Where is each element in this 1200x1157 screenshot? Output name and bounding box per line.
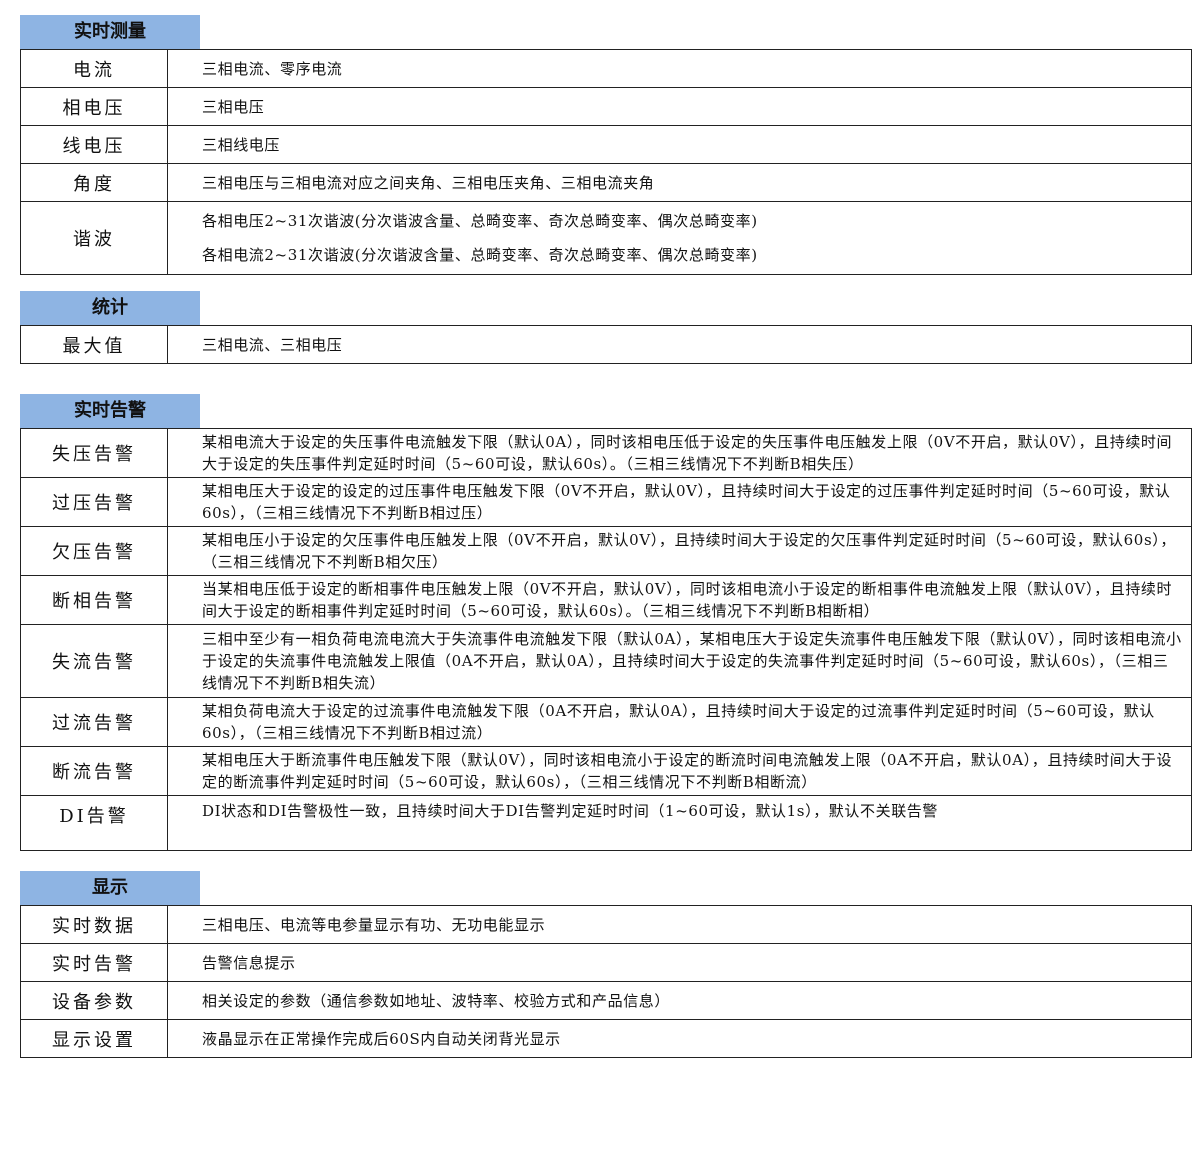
section-title: 实时告警 [20, 394, 200, 428]
row-value: 相关设定的参数（通信参数如地址、波特率、校验方式和产品信息） [167, 981, 1192, 1020]
row-label: 显示设置 [20, 1019, 168, 1058]
row-value: 某相电压大于设定的设定的过压事件电压触发下限（0V不开启，默认0V），且持续时间… [167, 477, 1192, 527]
row-label: 实时数据 [20, 905, 168, 944]
row-value: 某相电压大于断流事件电压触发下限（默认0V），同时该相电流小于设定的断流时间电流… [167, 746, 1192, 796]
table-row: 谐波 各相电压2~31次谐波(分次谐波含量、总畸变率、奇次总畸变率、偶次总畸变率… [20, 201, 1192, 275]
section-title: 统计 [20, 291, 200, 325]
display-table: 实时数据 三相电压、电流等电参量显示有功、无功电能显示 实时告警 告警信息提示 … [20, 905, 1192, 1058]
row-label: 失流告警 [20, 624, 168, 698]
row-value: 某相负荷电流大于设定的过流事件电流触发下限（0A不开启，默认0A），且持续时间大… [167, 697, 1192, 747]
table-row: DI告警 DI状态和DI告警极性一致，且持续时间大于DI告警判定延时时间（1~6… [20, 795, 1192, 851]
statistics-table: 最大值 三相电流、三相电压 [20, 325, 1192, 364]
alarm-table: 失压告警 某相电流大于设定的失压事件电流触发下限（默认0A），同时该相电压低于设… [20, 428, 1192, 851]
section-realtime-alarm: 实时告警 失压告警 某相电流大于设定的失压事件电流触发下限（默认0A），同时该相… [20, 394, 1192, 851]
table-row: 角度 三相电压与三相电流对应之间夹角、三相电压夹角、三相电流夹角 [20, 163, 1192, 202]
row-label: 电流 [20, 49, 168, 88]
row-label: 角度 [20, 163, 168, 202]
row-label: 断流告警 [20, 746, 168, 796]
table-row: 断流告警 某相电压大于断流事件电压触发下限（默认0V），同时该相电流小于设定的断… [20, 746, 1192, 796]
table-row: 线电压 三相线电压 [20, 125, 1192, 164]
row-value: 三相电流、三相电压 [167, 325, 1192, 364]
row-value: 当某相电压低于设定的断相事件电压触发上限（0V不开启，默认0V），同时该相电流小… [167, 575, 1192, 625]
row-label: 欠压告警 [20, 526, 168, 576]
harmonic-voltage-line: 各相电压2~31次谐波(分次谐波含量、总畸变率、奇次总畸变率、偶次总畸变率) [202, 212, 758, 230]
table-row: 断相告警 当某相电压低于设定的断相事件电压触发上限（0V不开启，默认0V），同时… [20, 575, 1192, 625]
table-row: 最大值 三相电流、三相电压 [20, 325, 1192, 364]
row-label: 相电压 [20, 87, 168, 126]
section-statistics: 统计 最大值 三相电流、三相电压 [20, 291, 1192, 364]
table-row: 电流 三相电流、零序电流 [20, 49, 1192, 88]
table-row: 失压告警 某相电流大于设定的失压事件电流触发下限（默认0A），同时该相电压低于设… [20, 428, 1192, 478]
table-row: 过压告警 某相电压大于设定的设定的过压事件电压触发下限（0V不开启，默认0V），… [20, 477, 1192, 527]
row-label: 最大值 [20, 325, 168, 364]
table-row: 欠压告警 某相电压小于设定的欠压事件电压触发上限（0V不开启，默认0V），且持续… [20, 526, 1192, 576]
row-value: 各相电压2~31次谐波(分次谐波含量、总畸变率、奇次总畸变率、偶次总畸变率) 各… [167, 201, 1192, 275]
row-value: 液晶显示在正常操作完成后60S内自动关闭背光显示 [167, 1019, 1192, 1058]
row-label: 线电压 [20, 125, 168, 164]
section-title: 显示 [20, 871, 200, 905]
row-label: 过流告警 [20, 697, 168, 747]
row-value: DI状态和DI告警极性一致，且持续时间大于DI告警判定延时时间（1~60可设，默… [167, 795, 1192, 851]
row-value: 三相线电压 [167, 125, 1192, 164]
table-row: 设备参数 相关设定的参数（通信参数如地址、波特率、校验方式和产品信息） [20, 981, 1192, 1020]
table-row: 实时告警 告警信息提示 [20, 943, 1192, 982]
row-value: 三相电压 [167, 87, 1192, 126]
row-value: 三相电流、零序电流 [167, 49, 1192, 88]
row-label: 过压告警 [20, 477, 168, 527]
row-value: 某相电压小于设定的欠压事件电压触发上限（0V不开启，默认0V），且持续时间大于设… [167, 526, 1192, 576]
row-value: 三相电压、电流等电参量显示有功、无功电能显示 [167, 905, 1192, 944]
table-row: 实时数据 三相电压、电流等电参量显示有功、无功电能显示 [20, 905, 1192, 944]
measurement-table: 电流 三相电流、零序电流 相电压 三相电压 线电压 三相线电压 角度 三相电压与… [20, 49, 1192, 275]
row-label: DI告警 [20, 795, 168, 851]
row-label: 断相告警 [20, 575, 168, 625]
table-row: 相电压 三相电压 [20, 87, 1192, 126]
section-display: 显示 实时数据 三相电压、电流等电参量显示有功、无功电能显示 实时告警 告警信息… [20, 871, 1192, 1058]
row-label: 谐波 [20, 201, 168, 275]
row-value: 三相电压与三相电流对应之间夹角、三相电压夹角、三相电流夹角 [167, 163, 1192, 202]
row-label: 失压告警 [20, 428, 168, 478]
harmonic-current-line: 各相电流2~31次谐波(分次谐波含量、总畸变率、奇次总畸变率、偶次总畸变率) [202, 246, 758, 264]
table-row: 显示设置 液晶显示在正常操作完成后60S内自动关闭背光显示 [20, 1019, 1192, 1058]
table-row: 过流告警 某相负荷电流大于设定的过流事件电流触发下限（0A不开启，默认0A），且… [20, 697, 1192, 747]
row-value: 三相中至少有一相负荷电流电流大于失流事件电流触发下限（默认0A），某相电压大于设… [167, 624, 1192, 698]
row-label: 实时告警 [20, 943, 168, 982]
row-value: 告警信息提示 [167, 943, 1192, 982]
row-label: 设备参数 [20, 981, 168, 1020]
section-title: 实时测量 [20, 15, 200, 49]
table-row: 失流告警 三相中至少有一相负荷电流电流大于失流事件电流触发下限（默认0A），某相… [20, 624, 1192, 698]
row-value: 某相电流大于设定的失压事件电流触发下限（默认0A），同时该相电压低于设定的失压事… [167, 428, 1192, 478]
section-realtime-measurement: 实时测量 电流 三相电流、零序电流 相电压 三相电压 线电压 三相线电压 角度 … [20, 15, 1192, 275]
